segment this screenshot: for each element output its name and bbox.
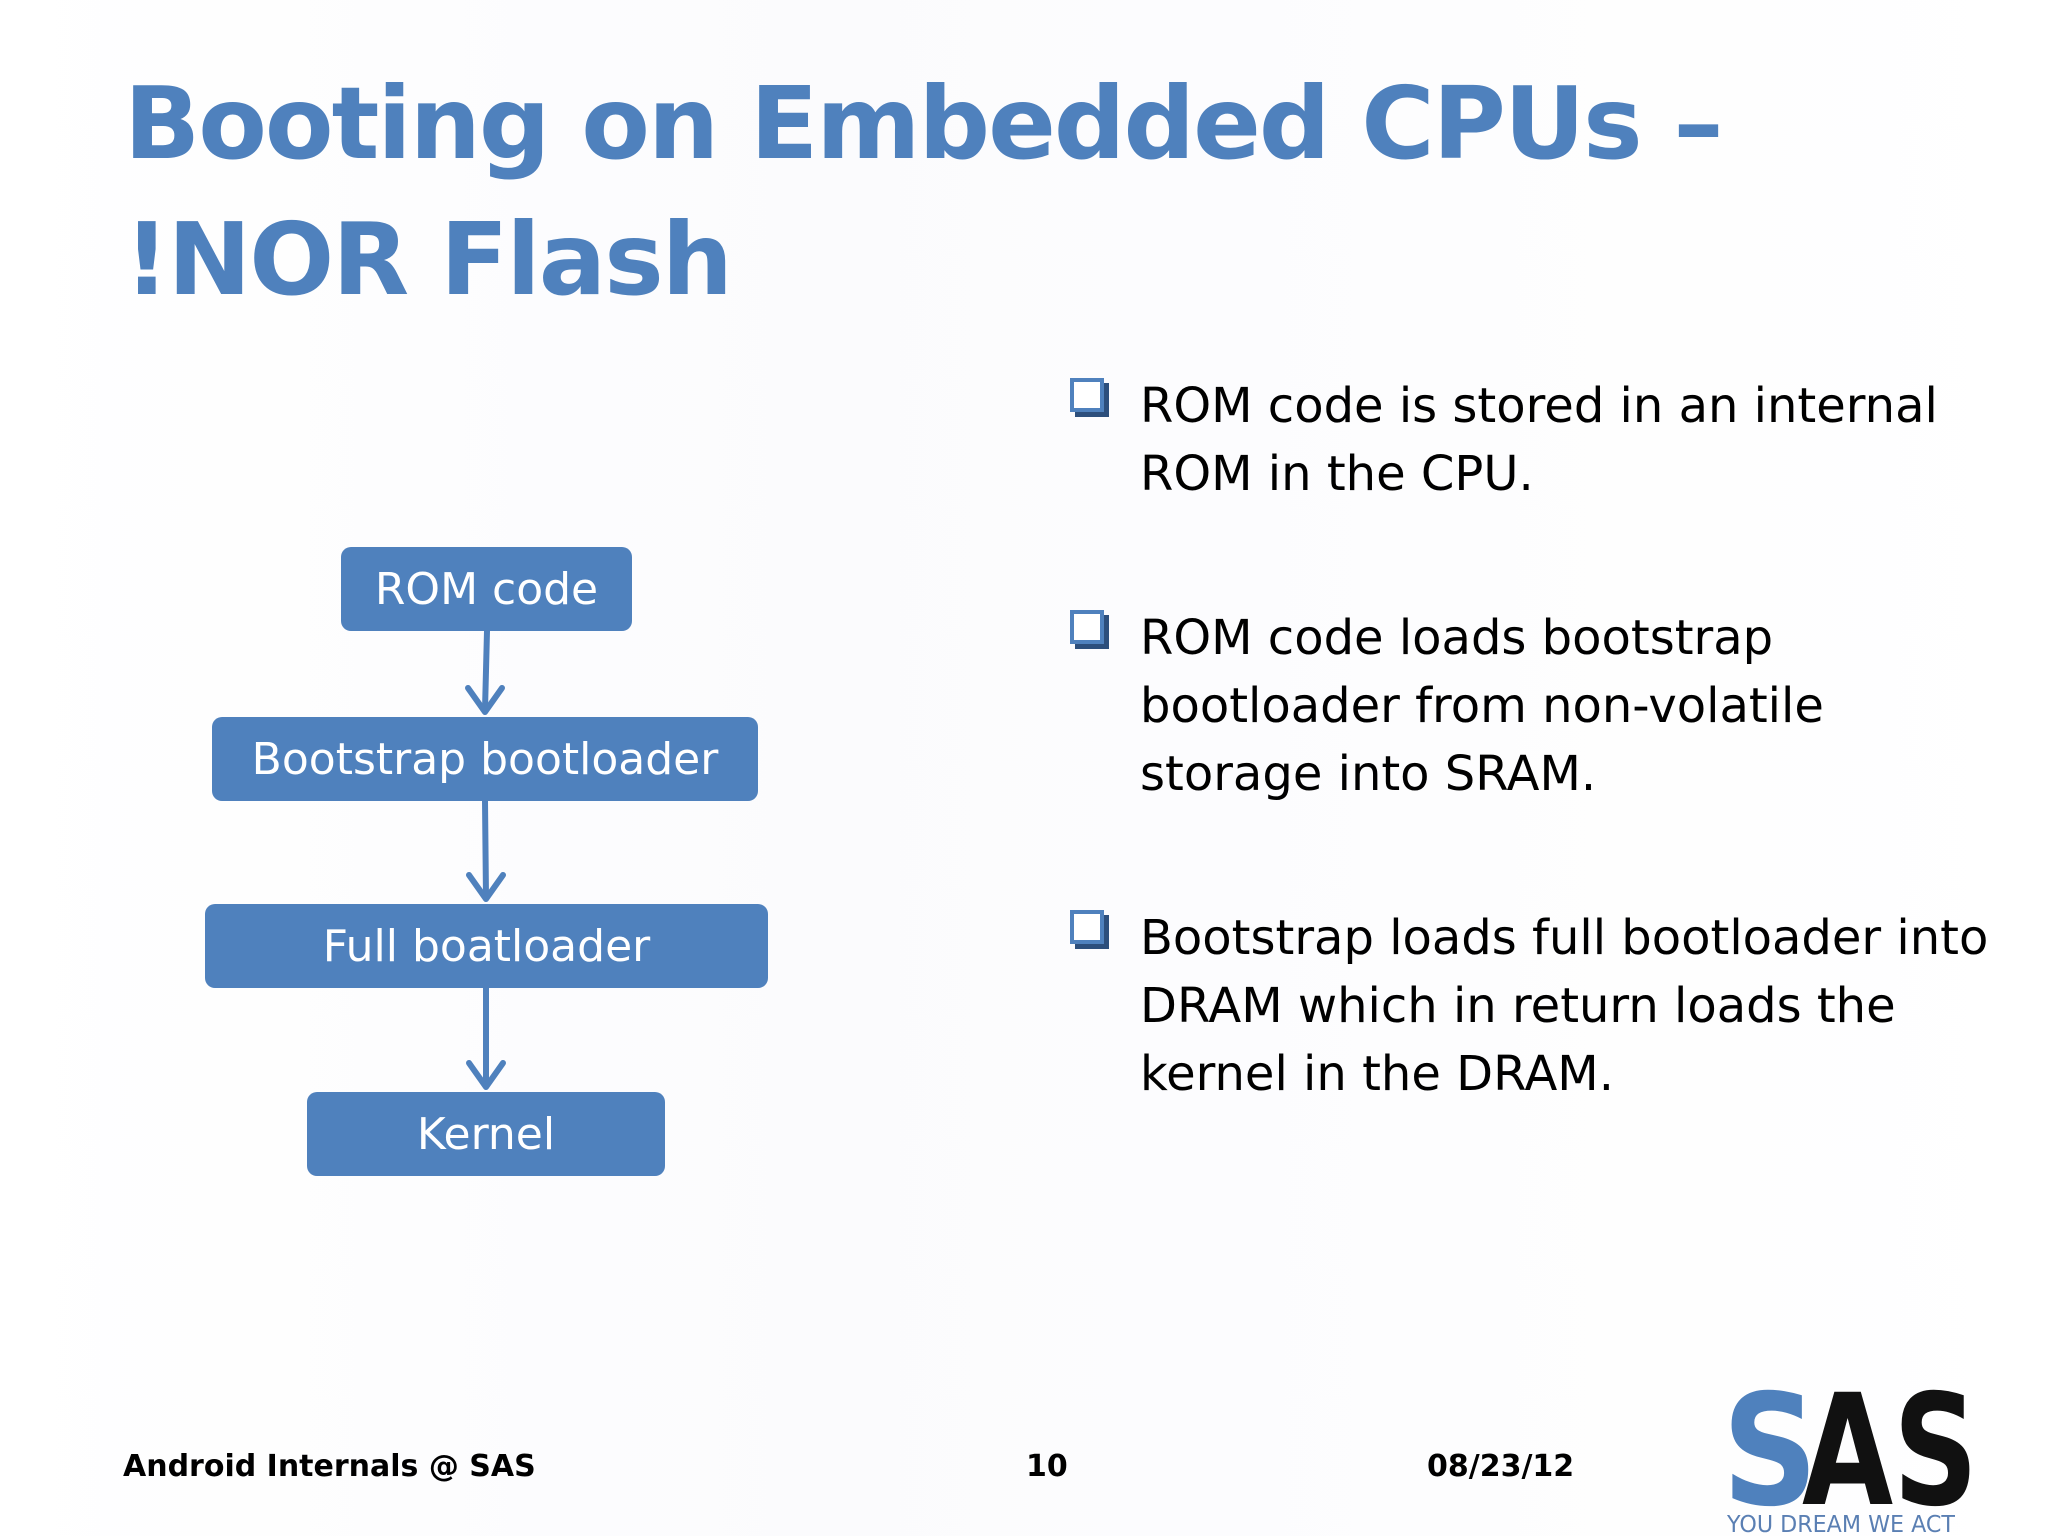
bullet-item: Bootstrap loads full bootloader into DRA… bbox=[1062, 904, 2002, 1108]
svg-text:S: S bbox=[1722, 1384, 1818, 1536]
footer-presentation-name: Android Internals @ SAS bbox=[123, 1449, 536, 1484]
footer-page-number: 10 bbox=[1026, 1449, 1068, 1484]
checkbox-icon bbox=[1070, 378, 1104, 412]
flow-arrow bbox=[466, 985, 506, 1090]
svg-text:AS: AS bbox=[1802, 1384, 1978, 1536]
footer-date: 08/23/12 bbox=[1427, 1449, 1575, 1484]
flow-diagram: ROM code Bootstrap bootloader Full boatl… bbox=[0, 0, 900, 1300]
flow-arrow bbox=[466, 798, 506, 902]
bullet-text: Bootstrap loads full bootloader into DRA… bbox=[1140, 910, 1989, 1102]
flow-arrows bbox=[465, 628, 506, 1090]
slide-title: Booting on Embedded CPUs – !NOR Flash bbox=[124, 65, 1724, 318]
flow-box-bootstrap-bootloader: Bootstrap bootloader bbox=[212, 717, 758, 801]
flow-box-rom-code: ROM code bbox=[341, 547, 632, 631]
flow-box-full-bootloader: Full boatloader bbox=[205, 904, 768, 988]
bullet-item: ROM code loads bootstrap bootloader from… bbox=[1062, 604, 2002, 808]
svg-text:YOU DREAM WE ACT: YOU DREAM WE ACT bbox=[1726, 1512, 1956, 1536]
bullet-text: ROM code is stored in an internal ROM in… bbox=[1140, 378, 1938, 502]
bullet-text: ROM code loads bootstrap bootloader from… bbox=[1140, 610, 1824, 802]
checkbox-icon bbox=[1070, 610, 1104, 644]
flow-box-kernel: Kernel bbox=[307, 1092, 665, 1176]
flow-arrow bbox=[465, 628, 505, 715]
sas-logo: S AS YOU DREAM WE ACT bbox=[1722, 1384, 1978, 1536]
bullet-item: ROM code is stored in an internal ROM in… bbox=[1062, 372, 2002, 508]
checkbox-icon bbox=[1070, 910, 1104, 944]
bullet-list: ROM code is stored in an internal ROM in… bbox=[1062, 372, 2002, 1204]
